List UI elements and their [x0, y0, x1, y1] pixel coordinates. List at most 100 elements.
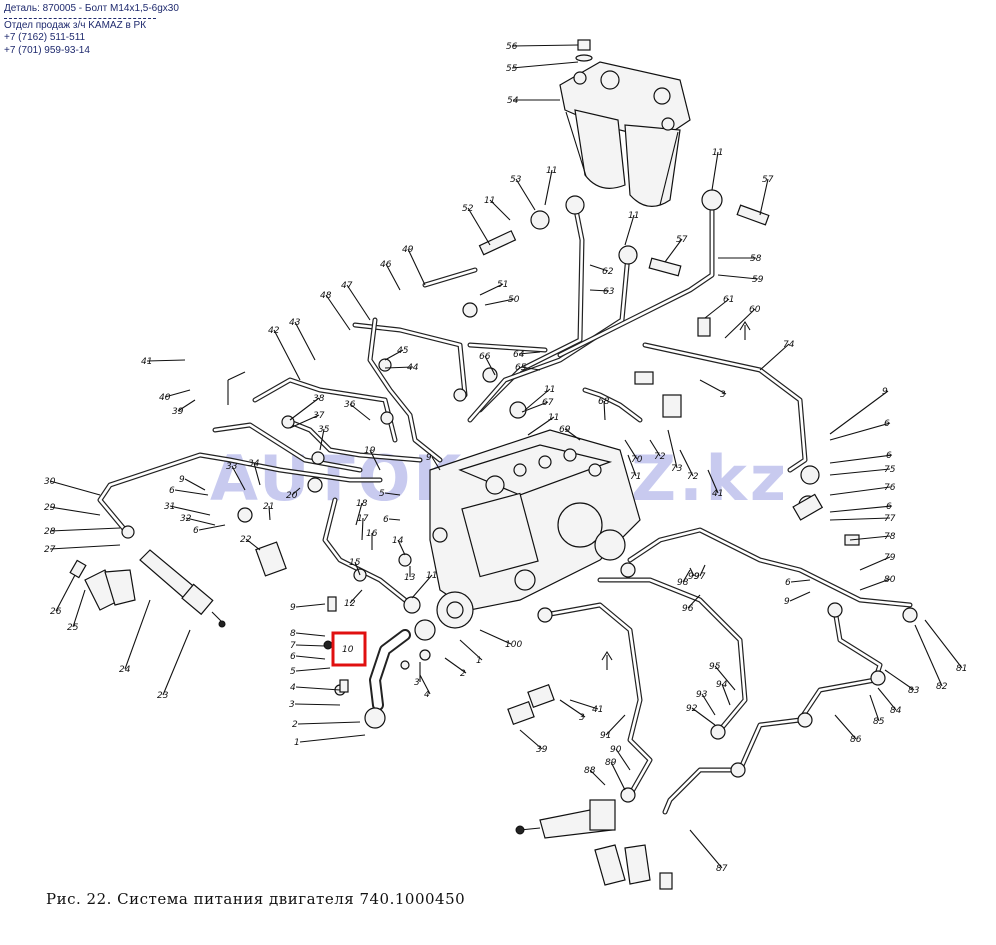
hose-part-10 — [369, 629, 411, 711]
leader-line — [49, 527, 121, 532]
part-label-49: 49 — [402, 245, 414, 255]
part-label-6: 6 — [886, 451, 892, 461]
part-label-34: 34 — [248, 459, 260, 469]
part-label-96: 96 — [682, 604, 694, 614]
leader-line — [589, 769, 606, 786]
leader-line — [291, 487, 301, 496]
leader-line — [384, 349, 404, 361]
part-label-35: 35 — [318, 425, 330, 435]
part-label-82: 82 — [936, 682, 948, 692]
part-label-36: 36 — [344, 400, 356, 410]
leader-line — [354, 561, 361, 576]
phone-1: +7 (7162) 511-511 — [4, 32, 86, 43]
leader-line — [231, 465, 246, 491]
leader-line — [624, 214, 635, 246]
part-label-2: 2 — [292, 720, 298, 730]
leader-line — [829, 486, 891, 496]
leader-line — [589, 289, 610, 292]
leader-line — [649, 439, 661, 457]
part-label-4: 4 — [290, 683, 296, 693]
part-label-54: 54 — [507, 96, 519, 106]
part-label-19: 19 — [364, 446, 376, 456]
leader-line — [295, 667, 331, 672]
leader-line — [294, 703, 341, 706]
part-label-11: 11 — [484, 196, 495, 206]
part-label-78: 78 — [884, 532, 896, 542]
part-label-57: 57 — [676, 235, 688, 245]
part-label-43: 43 — [289, 318, 301, 328]
part-label-46: 46 — [380, 260, 392, 270]
part-label-51: 51 — [497, 280, 508, 290]
leader-line — [615, 748, 631, 771]
leader-line — [724, 308, 756, 339]
leader-line — [869, 694, 880, 722]
part-label-68: 68 — [598, 397, 610, 407]
part-label-11: 11 — [426, 571, 437, 581]
leader-line — [521, 401, 549, 413]
leader-line — [479, 629, 512, 645]
part-label-15: 15 — [349, 558, 361, 568]
part-label-18: 18 — [356, 499, 368, 509]
part-label-45: 45 — [397, 346, 409, 356]
part-label-11: 11 — [712, 148, 723, 158]
leader-line — [524, 388, 551, 411]
phone-2: +7 (701) 959-93-14 — [4, 44, 90, 56]
filter-top-bolt — [575, 39, 593, 62]
leader-line — [721, 683, 731, 706]
injector-bottom — [519, 799, 616, 839]
part-label-33: 33 — [226, 462, 238, 472]
leader-line — [759, 178, 769, 216]
part-label-9: 9 — [784, 597, 790, 607]
leader-line — [704, 298, 730, 319]
part-label-11: 11 — [628, 211, 639, 221]
direction-arrows — [227, 320, 751, 670]
part-label-95: 95 — [709, 662, 721, 672]
leader-line — [829, 505, 893, 513]
leader-line — [49, 544, 121, 550]
leader-line — [397, 539, 406, 556]
part-label-89: 89 — [605, 758, 617, 768]
part-label-3: 3 — [579, 713, 585, 723]
fuel-filter — [559, 61, 691, 207]
part-label-56: 56 — [506, 42, 518, 52]
leader-line — [511, 44, 579, 47]
injector-left — [139, 549, 226, 626]
part-label-25: 25 — [67, 623, 79, 633]
leader-line — [884, 669, 915, 691]
leader-line — [859, 578, 891, 591]
leader-line — [245, 538, 261, 551]
clamp-bottom — [594, 844, 673, 890]
leader-line — [829, 390, 889, 435]
leader-line — [419, 674, 431, 695]
part-label-20: 20 — [286, 491, 298, 501]
leader-line — [325, 294, 351, 331]
leader-line — [914, 624, 943, 687]
leader-line — [198, 524, 226, 531]
part-label-42: 42 — [268, 326, 280, 336]
part-label-52: 52 — [462, 204, 474, 214]
leader-line — [518, 351, 541, 355]
leader-line — [603, 400, 606, 421]
leader-line — [297, 721, 361, 725]
leader-line — [384, 492, 401, 496]
part-label-11: 11 — [546, 166, 557, 176]
leader-line — [711, 151, 719, 191]
part-label-6: 6 — [193, 526, 199, 536]
leader-line — [55, 574, 76, 612]
part-label-50: 50 — [508, 295, 520, 305]
leader-line — [687, 594, 701, 609]
part-label-1: 1 — [476, 656, 482, 666]
part-label-64: 64 — [513, 350, 525, 360]
leader-line — [829, 517, 891, 521]
sales-department: Отдел продаж з/ч KAMAZ в РК — [4, 19, 147, 31]
part-label-87: 87 — [716, 864, 728, 874]
leader-line — [789, 591, 811, 602]
part-label-14: 14 — [392, 536, 404, 546]
leader-line — [515, 178, 536, 211]
leader-line — [829, 454, 893, 464]
part-label-9: 9 — [882, 387, 888, 397]
leader-line — [701, 693, 716, 716]
part-label-5: 5 — [379, 489, 385, 499]
part-label-71: 71 — [630, 472, 641, 482]
part-title: Деталь: 870005 - Болт М14х1,5-6gх30 — [4, 3, 179, 14]
